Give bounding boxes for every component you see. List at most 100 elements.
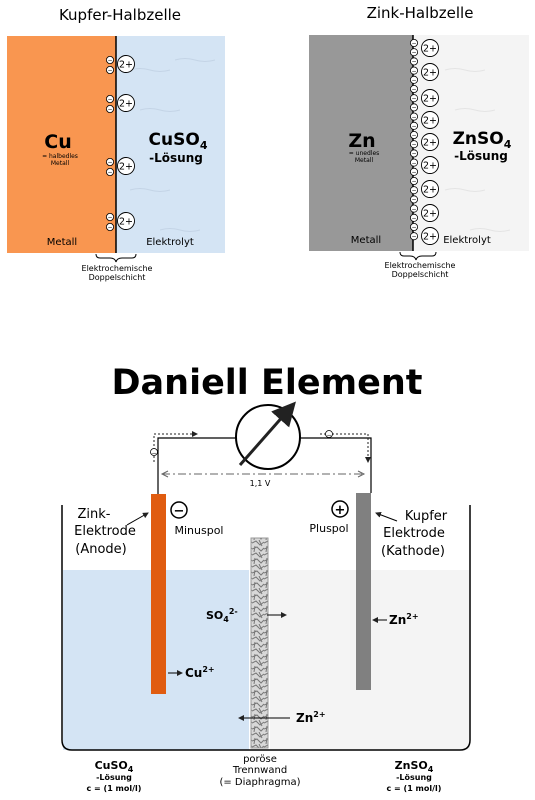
cathode-label-3: (Kathode) xyxy=(381,544,445,559)
zinc-half-cell: Zink-Halbzelle Zn = unedles Metall ZnSO4… xyxy=(309,4,529,279)
cu-note-2: Metall xyxy=(51,160,70,167)
left-solution-label-3: c = (1 mol/l) xyxy=(87,784,142,793)
electron-symbol: − xyxy=(107,106,112,113)
cu-symbol: Cu xyxy=(44,131,71,153)
membrane-label-2: Trennwand xyxy=(232,765,287,776)
plus-symbol: + xyxy=(335,503,346,518)
sulfate-ion-label: SO42- xyxy=(206,607,238,624)
electron-symbol: − xyxy=(411,95,416,102)
electron-symbol: − xyxy=(411,141,416,148)
cathode-pointer xyxy=(375,511,398,522)
circuit-wire xyxy=(157,437,372,494)
electron-symbol: − xyxy=(107,96,112,103)
electron-symbol-left: − xyxy=(151,450,156,457)
electron-icon xyxy=(409,75,418,84)
electron-icon xyxy=(409,112,418,121)
ion-icon xyxy=(421,89,439,107)
electron-icon xyxy=(409,222,418,231)
ion-icon xyxy=(117,94,135,112)
electron-symbol: − xyxy=(411,206,416,213)
electron-icon xyxy=(409,85,418,94)
copper-double-layer: −−2+−−2+−−2+−−2+ xyxy=(106,55,135,231)
minus-pole-icon xyxy=(170,501,188,519)
ion-label: 2+ xyxy=(423,161,437,172)
right-solution-label-3: c = (1 mol/l) xyxy=(387,784,442,793)
electron-symbol: − xyxy=(107,159,112,166)
electron-icon xyxy=(409,140,418,149)
anode-label-1: Zink- xyxy=(78,507,111,522)
znso4-solution-suffix: -Lösung xyxy=(454,149,508,163)
electron-symbol: − xyxy=(107,224,112,231)
electron-icon xyxy=(409,167,418,176)
porous-membrane xyxy=(250,537,269,749)
electron-symbol: − xyxy=(411,105,416,112)
zn-symbol: Zn xyxy=(348,130,375,152)
plus-pole-icon xyxy=(331,500,349,518)
electron-icon xyxy=(409,149,418,158)
copper-layer-label-1: Elektrochemische xyxy=(82,264,153,273)
ion-label: 2+ xyxy=(423,138,437,149)
electron-symbol: − xyxy=(411,68,416,75)
cuso4-solution-suffix: -Lösung xyxy=(149,151,203,165)
ion-icon xyxy=(421,204,439,222)
ion-label: 2+ xyxy=(423,116,437,127)
right-solution-label-2: -Lösung xyxy=(396,773,432,782)
plus-pole-label: Pluspol xyxy=(309,522,348,535)
electron-symbol: − xyxy=(107,67,112,74)
electron-symbol: − xyxy=(411,233,416,240)
electron-symbol: − xyxy=(411,169,416,176)
electron-icon xyxy=(409,66,418,75)
electron-icon xyxy=(106,157,115,166)
electron-symbol: − xyxy=(411,132,416,139)
ion-label: 2+ xyxy=(423,185,437,196)
ion-icon xyxy=(421,63,439,81)
copper-half-cell: Kupfer-Halbzelle Cu = halbedles Metall C… xyxy=(7,6,225,282)
zinc-metal-label: Metall xyxy=(351,235,381,246)
ion-icon xyxy=(421,39,439,57)
cu-note-1: = halbedles xyxy=(42,153,78,160)
minus-symbol: − xyxy=(174,504,185,519)
electron-symbol: − xyxy=(107,169,112,176)
electron-symbol: − xyxy=(411,59,416,66)
zn-ion-bottom-label: Zn2+ xyxy=(296,710,326,725)
copper-layer-brace xyxy=(95,253,137,263)
zinc-metal-block xyxy=(309,35,413,251)
copper-electrode xyxy=(356,493,371,690)
left-solution-label-1: CuSO4 xyxy=(95,759,134,774)
electron-icon xyxy=(409,94,418,103)
zn-note-1: = unedles xyxy=(349,150,380,157)
anode-label-2: Elektrode xyxy=(74,524,136,539)
ion-label: 2+ xyxy=(119,162,133,173)
zinc-layer-brace xyxy=(399,251,437,261)
anode-label-3: (Anode) xyxy=(75,542,126,557)
ion-label: 2+ xyxy=(423,94,437,105)
electron-symbol: − xyxy=(411,197,416,204)
voltage-label: 1,1 V xyxy=(250,479,271,488)
electron-symbol: − xyxy=(411,123,416,130)
cathode-label-1: Kupfer xyxy=(405,509,448,524)
electron-icon xyxy=(106,167,115,176)
ion-label: 2+ xyxy=(423,209,437,220)
electron-symbol: − xyxy=(411,49,416,56)
electron-icon xyxy=(409,204,418,213)
electron-icon xyxy=(409,176,418,185)
zinc-layer-label-1: Elektrochemische xyxy=(385,261,456,270)
ion-icon xyxy=(117,55,135,73)
electron-icon xyxy=(409,158,418,167)
electron-icon xyxy=(409,121,418,130)
znso4-label: ZnSO4 xyxy=(453,129,512,151)
electrolyte-waves xyxy=(129,58,216,232)
voltage-dimension-arrows xyxy=(160,470,366,478)
ion-icon xyxy=(117,157,135,175)
zn-note-2: Metall xyxy=(355,157,374,164)
electron-icon xyxy=(409,213,418,222)
ion-icon xyxy=(421,111,439,129)
zinc-electrode xyxy=(151,494,166,694)
ion-icon xyxy=(421,133,439,151)
electron-icon xyxy=(409,48,418,57)
right-solution-label-1: ZnSO4 xyxy=(395,759,434,774)
cathode-label-2: Elektrode xyxy=(383,526,445,541)
zinc-electrolyte-waves xyxy=(444,68,511,232)
ion-icon xyxy=(117,212,135,230)
electron-icon xyxy=(409,130,418,139)
